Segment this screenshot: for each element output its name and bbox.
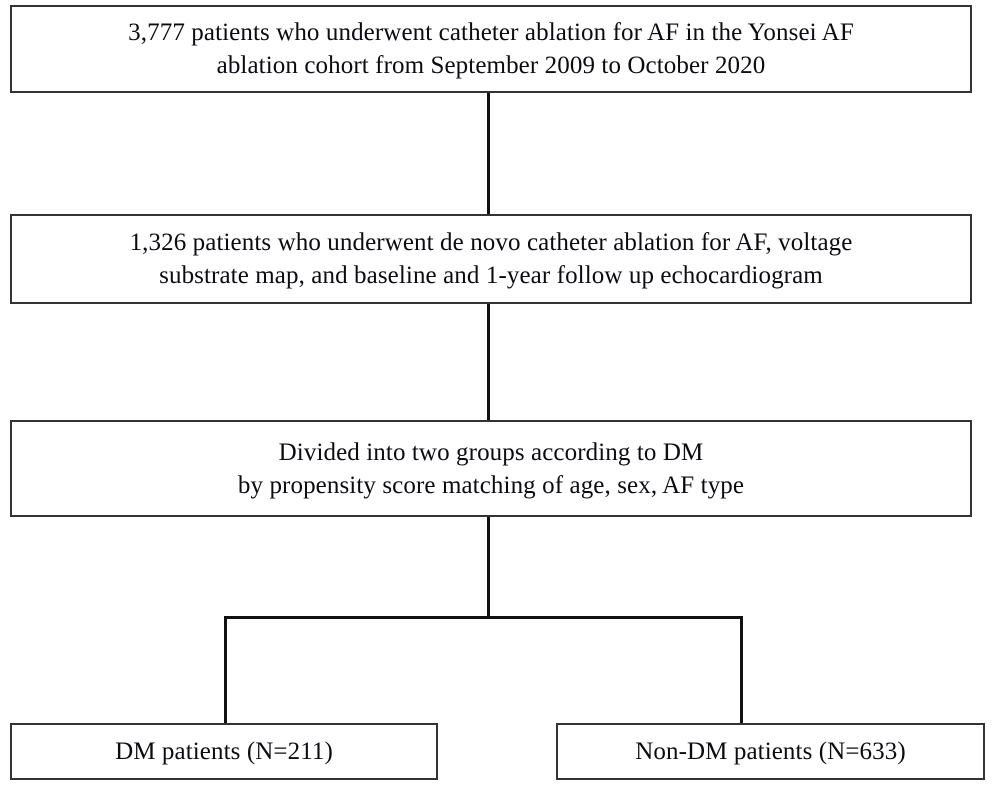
connector-split-horizontal-bar — [224, 616, 743, 619]
node-grouping-criteria-line-2: by propensity score matching of age, sex… — [237, 471, 745, 499]
node-source-cohort-line-1: 3,777 patients who underwent catheter ab… — [128, 19, 854, 46]
node-nondm-group: Non-DM patients (N=633) — [556, 723, 985, 780]
connector-grouping-to-split — [487, 517, 490, 618]
node-source-cohort-line-2: ablation cohort from September 2009 to O… — [216, 52, 766, 79]
node-source-cohort: 3,777 patients who underwent catheter ab… — [10, 5, 972, 93]
node-eligible-patients-line-1: 1,326 patients who underwent de novo cat… — [129, 229, 853, 256]
connector-split-to-dm-group — [224, 616, 227, 724]
connector-cohort-to-eligible — [487, 93, 490, 214]
node-dm-group: DM patients (N=211) — [10, 723, 438, 780]
node-eligible-patients: 1,326 patients who underwent de novo cat… — [10, 214, 972, 304]
node-grouping-criteria: Divided into two groups according to DM … — [10, 420, 972, 517]
node-nondm-group-label: Non-DM patients (N=633) — [635, 738, 906, 765]
node-eligible-patients-line-2: substrate map, and baseline and 1-year f… — [159, 262, 823, 289]
connector-eligible-to-grouping — [487, 304, 490, 420]
connector-split-to-nondm-group — [740, 616, 743, 724]
node-grouping-criteria-line-1: Divided into two groups according to DM — [278, 438, 704, 466]
node-dm-group-label: DM patients (N=211) — [115, 738, 333, 765]
